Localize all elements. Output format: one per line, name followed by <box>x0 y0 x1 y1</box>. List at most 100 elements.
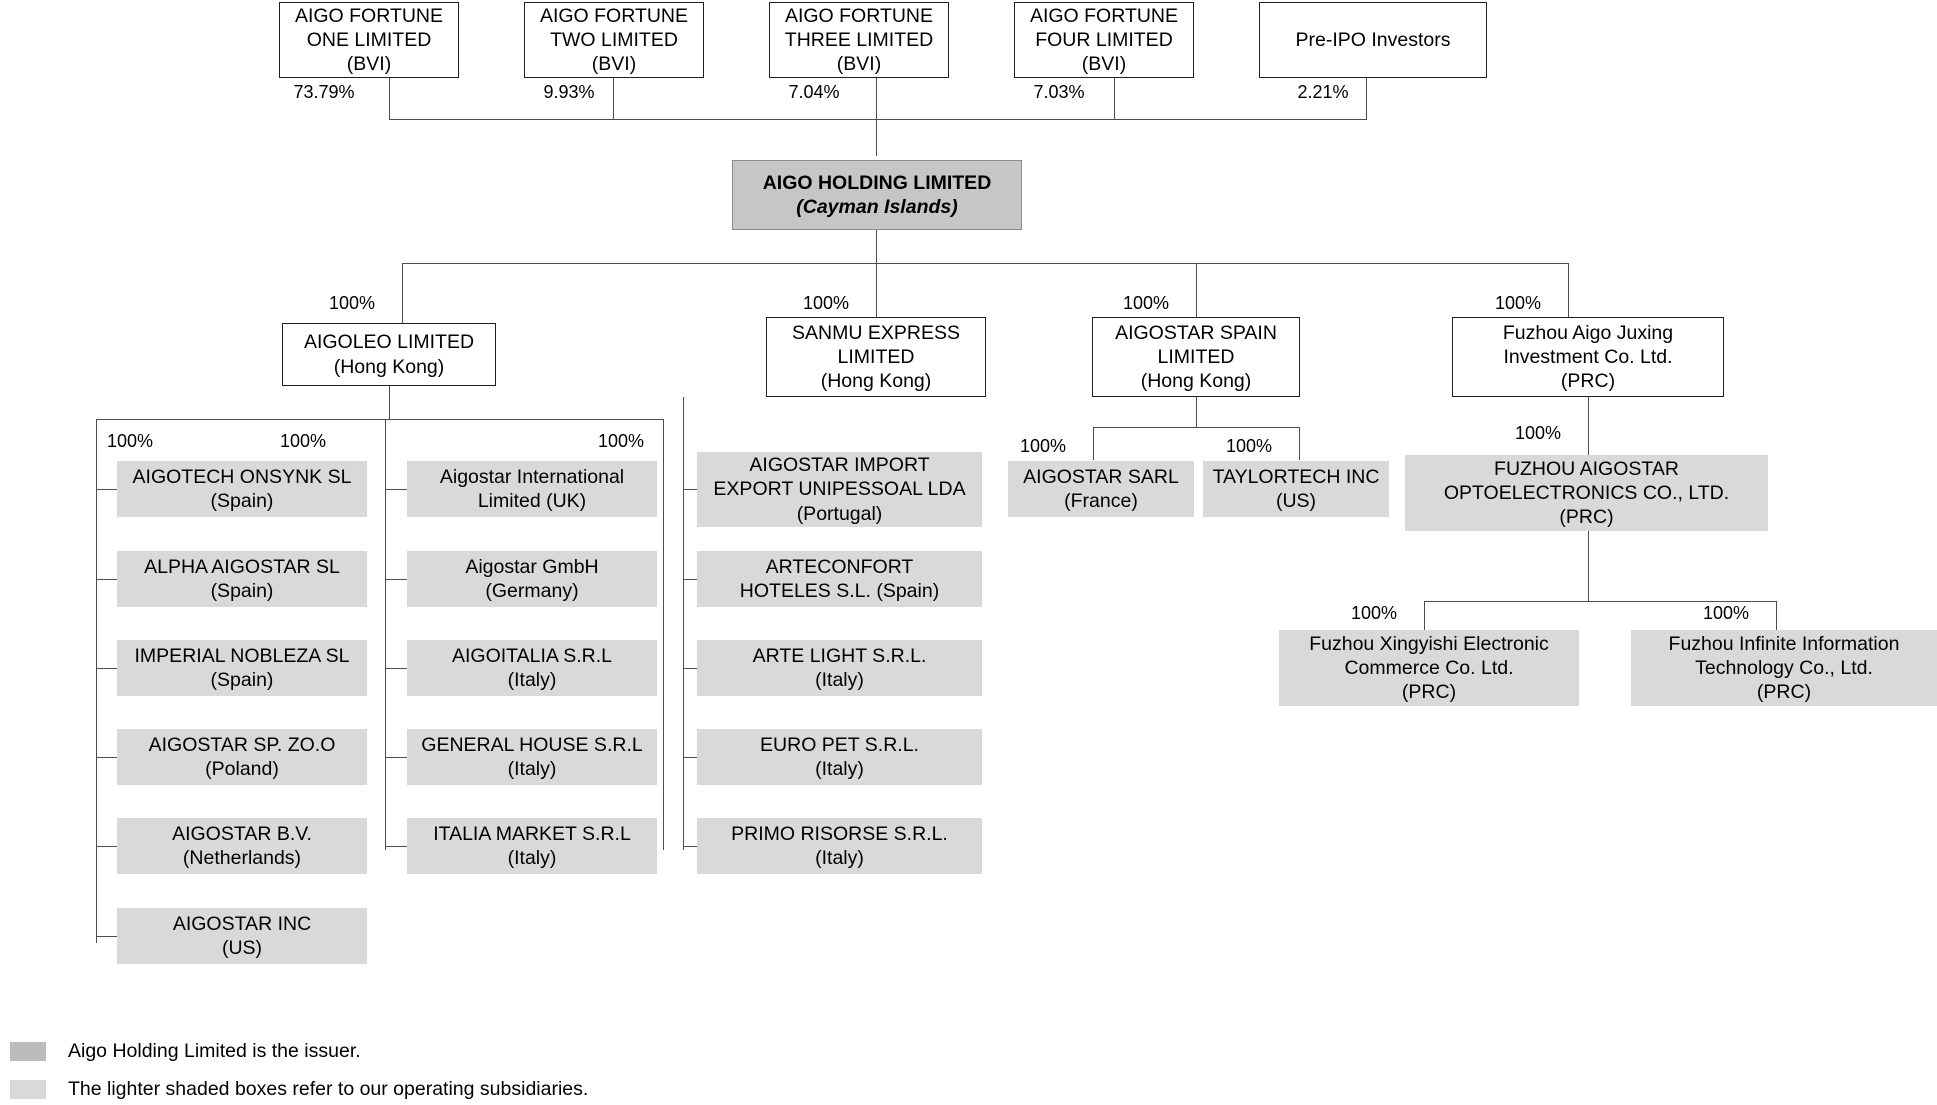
connector-line <box>1424 601 1426 630</box>
ownership-percent-aigoleo-col1-right: 100% <box>280 431 327 451</box>
ownership-percent-fuzhou-xingyishi: 100% <box>1350 603 1398 623</box>
issuer-name: AIGO HOLDING LIMITED <box>762 171 992 194</box>
connector-line <box>683 757 697 759</box>
subsidiary-label: EURO PET S.R.L. (Italy) <box>760 733 919 780</box>
operating-subsidiary-aigoitalia-srl: AIGOITALIA S.R.L (Italy) <box>407 640 657 696</box>
ownership-percent-aigoleo: 100% <box>328 293 376 313</box>
subsidiary-label: Fuzhou Infinite Information Technology C… <box>1668 632 1900 704</box>
ownership-percent-fuzhou-aigostar-optoelectronics: 100% <box>1514 423 1562 443</box>
connector-line <box>1366 78 1368 119</box>
operating-subsidiary-imperial-nobleza-sl: IMPERIAL NOBLEZA SL (Spain) <box>117 640 367 696</box>
connector-spine-sanmu <box>683 397 685 850</box>
subsidiary-box-fuzhou-aigo-juxing: Fuzhou Aigo Juxing Investment Co. Ltd. (… <box>1452 317 1724 397</box>
connector-spine-aigoleo-col2 <box>663 419 665 850</box>
operating-subsidiary-fuzhou-aigostar-optoelectronics: FUZHOU AIGOSTAR OPTOELECTRONICS CO., LTD… <box>1405 455 1768 531</box>
connector-line <box>1196 397 1198 427</box>
connector-line <box>389 78 391 119</box>
connector-line <box>385 489 407 491</box>
shareholder-box-aigo-fortune-two: AIGO FORTUNE TWO LIMITED (BVI) <box>524 2 704 78</box>
issuer-box-aigo-holding-limited: AIGO HOLDING LIMITED (Cayman Islands) <box>732 160 1022 230</box>
subsidiary-label: AIGOLEO LIMITED (Hong Kong) <box>303 331 475 378</box>
connector-line <box>96 846 118 848</box>
subsidiary-label: Aigostar International Limited (UK) <box>439 465 625 512</box>
subsidiary-label: AIGOSTAR SARL (France) <box>1023 465 1179 512</box>
shareholder-label: AIGO FORTUNE ONE LIMITED (BVI) <box>294 4 444 76</box>
subsidiary-label: Fuzhou Xingyishi Electronic Commerce Co.… <box>1309 632 1549 704</box>
operating-subsidiary-arte-light-srl: ARTE LIGHT S.R.L. (Italy) <box>697 640 982 696</box>
operating-subsidiary-aigostar-international-limited: Aigostar International Limited (UK) <box>407 461 657 517</box>
connector-line <box>876 230 878 263</box>
connector-line <box>1588 397 1590 455</box>
shareholder-label: AIGO FORTUNE FOUR LIMITED (BVI) <box>1029 4 1179 76</box>
connector-line <box>876 263 878 317</box>
subsidiary-label: ARTE LIGHT S.R.L. (Italy) <box>752 644 927 691</box>
subsidiary-label: FUZHOU AIGOSTAR OPTOELECTRONICS CO., LTD… <box>1443 457 1730 529</box>
subsidiary-label: AIGOSTAR B.V. (Netherlands) <box>172 822 312 869</box>
subsidiary-label: ALPHA AIGOSTAR SL (Spain) <box>144 555 340 602</box>
shareholder-box-aigo-fortune-four: AIGO FORTUNE FOUR LIMITED (BVI) <box>1014 2 1194 78</box>
legend-text-issuer: Aigo Holding Limited is the issuer. <box>68 1040 361 1062</box>
subsidiary-label: PRIMO RISORSE S.R.L. (Italy) <box>731 822 948 869</box>
subsidiary-label: AIGOTECH ONSYNK SL (Spain) <box>132 465 352 512</box>
ownership-percent-aigo-fortune-two: 9.93% <box>543 82 595 102</box>
operating-subsidiary-taylortech-inc: TAYLORTECH INC (US) <box>1203 461 1389 517</box>
connector-line <box>1588 531 1590 601</box>
ownership-percent-fuzhou-infinite: 100% <box>1702 603 1750 623</box>
connector-line <box>96 936 118 938</box>
subsidiary-label: GENERAL HOUSE S.R.L (Italy) <box>421 733 643 780</box>
connector-line <box>1299 427 1301 460</box>
connector-line <box>683 489 697 491</box>
connector-bus-fuzhou <box>1424 601 1776 603</box>
connector-spine-aigoleo-col2-left <box>385 419 387 850</box>
ownership-percent-aigo-fortune-one: 73.79% <box>293 82 355 102</box>
ownership-percent-aigo-fortune-three: 7.04% <box>788 82 840 102</box>
ownership-percent-aigostar-sarl: 100% <box>1019 436 1067 456</box>
subsidiary-label: IMPERIAL NOBLEZA SL (Spain) <box>134 644 350 691</box>
shareholder-box-pre-ipo-investors: Pre-IPO Investors <box>1259 2 1487 78</box>
operating-subsidiary-aigostar-inc: AIGOSTAR INC (US) <box>117 908 367 964</box>
connector-line <box>1196 263 1198 317</box>
subsidiary-label: Fuzhou Aigo Juxing Investment Co. Ltd. (… <box>1502 321 1674 393</box>
subsidiary-label: ITALIA MARKET S.R.L (Italy) <box>433 822 631 869</box>
ownership-percent-fuzhou-aigo-juxing: 100% <box>1494 293 1542 313</box>
operating-subsidiary-fuzhou-infinite-information-technology: Fuzhou Infinite Information Technology C… <box>1631 630 1937 706</box>
connector-line <box>1114 78 1116 119</box>
operating-subsidiary-aigostar-bv: AIGOSTAR B.V. (Netherlands) <box>117 818 367 874</box>
operating-subsidiary-aigostar-sarl: AIGOSTAR SARL (France) <box>1008 461 1194 517</box>
subsidiary-label: AIGOSTAR INC (US) <box>172 912 312 959</box>
subsidiary-label: AIGOSTAR IMPORT EXPORT UNIPESSOAL LDA (P… <box>713 454 966 525</box>
connector-line <box>385 579 407 581</box>
connector-line <box>96 579 118 581</box>
operating-subsidiary-fuzhou-xingyishi-electronic-commerce: Fuzhou Xingyishi Electronic Commerce Co.… <box>1279 630 1579 706</box>
connector-line <box>389 386 391 419</box>
connector-spine-aigoleo-col1 <box>96 419 98 943</box>
legend-swatch-operating-subsidiaries <box>10 1080 46 1099</box>
operating-subsidiary-euro-pet-srl: EURO PET S.R.L. (Italy) <box>697 729 982 785</box>
ownership-percent-aigoleo-col1: 100% <box>107 431 154 451</box>
operating-subsidiary-aigostar-sp-zoo: AIGOSTAR SP. ZO.O (Poland) <box>117 729 367 785</box>
operating-subsidiary-aigostar-gmbh: Aigostar GmbH (Germany) <box>407 551 657 607</box>
connector-line <box>385 757 407 759</box>
connector-line <box>96 668 118 670</box>
operating-subsidiary-general-house-srl: GENERAL HOUSE S.R.L (Italy) <box>407 729 657 785</box>
connector-bus-aigostar-spain <box>1093 427 1300 429</box>
connector-line <box>683 846 697 848</box>
connector-line <box>402 263 404 323</box>
subsidiary-box-sanmu-express-limited: SANMU EXPRESS LIMITED (Hong Kong) <box>766 317 986 397</box>
subsidiary-box-aigoleo-limited: AIGOLEO LIMITED (Hong Kong) <box>282 323 496 386</box>
connector-line <box>683 668 697 670</box>
shareholder-label: Pre-IPO Investors <box>1295 28 1451 51</box>
shareholder-label: AIGO FORTUNE TWO LIMITED (BVI) <box>539 4 689 76</box>
connector-line <box>96 489 118 491</box>
connector-line <box>385 846 407 848</box>
operating-subsidiary-arteconfort-hoteles-sl: ARTECONFORT HOTELES S.L. (Spain) <box>697 551 982 607</box>
connector-line <box>385 668 407 670</box>
ownership-percent-aigoleo-col2: 100% <box>598 431 645 451</box>
shareholder-box-aigo-fortune-three: AIGO FORTUNE THREE LIMITED (BVI) <box>769 2 949 78</box>
subsidiary-label: AIGOITALIA S.R.L (Italy) <box>451 644 613 691</box>
operating-subsidiary-primo-risorse-srl: PRIMO RISORSE S.R.L. (Italy) <box>697 818 982 874</box>
connector-line <box>613 78 615 119</box>
legend-swatch-issuer <box>10 1042 46 1061</box>
connector-bus-tier2 <box>402 263 1568 265</box>
